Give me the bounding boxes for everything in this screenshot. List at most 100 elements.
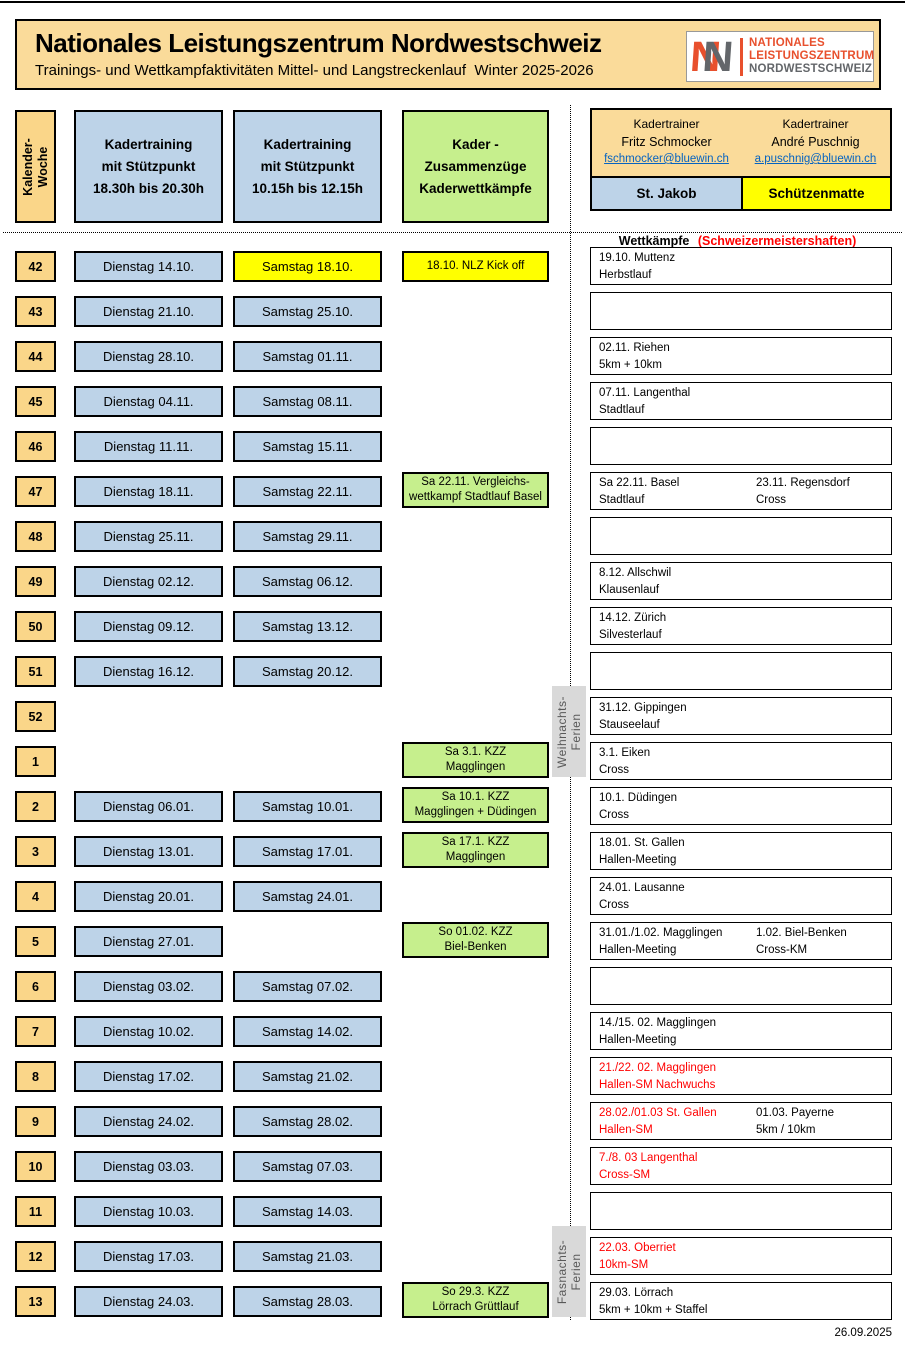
trainer-right: Kadertrainer André Puschnig a.puschnig@b…	[741, 110, 890, 176]
logo-line-3: NORDWESTSCHWEIZ	[749, 63, 873, 75]
competitions-heading: Wettkämpfe (Schweizermeistershaften)	[570, 234, 905, 248]
competition-cell: 14./15. 02. Magglingen Hallen-Meeting	[590, 1012, 892, 1050]
competition-entry: 02.11. Riehen 5km + 10km	[599, 342, 670, 371]
competition-cell: 3.1. Eiken Cross	[590, 742, 892, 780]
competition-cell: 07.11. Langenthal Stadtlauf	[590, 382, 892, 420]
week-number: 45	[15, 386, 56, 417]
trainer-info: Kadertrainer Fritz Schmocker fschmocker@…	[592, 110, 890, 176]
saturday-training-cell: Samstag 08.11.	[233, 386, 382, 417]
trainer-email-link[interactable]: fschmocker@bluewin.ch	[604, 153, 729, 165]
trainer-role: Kadertrainer	[782, 117, 849, 131]
column-header-calendar-week: Kalender- Woche	[15, 110, 56, 223]
week-number: 42	[15, 251, 56, 282]
saturday-training-cell: Samstag 07.03.	[233, 1151, 382, 1182]
week-number: 51	[15, 656, 56, 687]
competition-cell: 21./22. 02. Magglingen Hallen-SM Nachwuc…	[590, 1057, 892, 1095]
week-number: 2	[15, 791, 56, 822]
saturday-training-cell: Samstag 28.02.	[233, 1106, 382, 1137]
competitions-heading-label: Wettkämpfe	[618, 234, 690, 248]
week-number: 5	[15, 926, 56, 957]
saturday-training-cell: Samstag 06.12.	[233, 566, 382, 597]
event-cell: So 01.02. KZZ Biel-Benken	[402, 922, 549, 958]
logo-line-2: LEISTUNGSZENTRUM	[749, 50, 875, 62]
footer-date: 26.09.2025	[834, 1327, 892, 1339]
saturday-training-cell: Samstag 29.11.	[233, 521, 382, 552]
week-number: 11	[15, 1196, 56, 1227]
event-cell: So 29.3. KZZ Lörrach Grüttlauf	[402, 1282, 549, 1318]
competition-entry: 28.02./01.03 St. Gallen Hallen-SM	[599, 1107, 717, 1136]
competition-entry: 29.03. Lörrach 5km + 10km + Staffel	[599, 1287, 708, 1316]
competition-entry: 22.03. Oberriet 10km-SM	[599, 1242, 676, 1271]
tuesday-training-cell: Dienstag 06.01.	[74, 791, 223, 822]
competition-entry: 01.03. Payerne 5km / 10km	[756, 1107, 835, 1136]
week-number: 50	[15, 611, 56, 642]
tuesday-training-cell: Dienstag 21.10.	[74, 296, 223, 327]
saturday-training-cell: Samstag 15.11.	[233, 431, 382, 462]
competition-cell: 02.11. Riehen 5km + 10km	[590, 337, 892, 375]
tuesday-training-cell: Dienstag 02.12.	[74, 566, 223, 597]
week-number: 7	[15, 1016, 56, 1047]
competition-cell: 8.12. Allschwil Klausenlauf	[590, 562, 892, 600]
tuesday-training-cell: Dienstag 03.02.	[74, 971, 223, 1002]
trainer-left: Kadertrainer Fritz Schmocker fschmocker@…	[592, 110, 741, 176]
competition-entry: 1.02. Biel-Benken Cross-KM	[756, 927, 847, 956]
nlz-logo: N N NATIONALES LEISTUNGSZENTRUM NORDWEST…	[686, 31, 874, 82]
tuesday-training-cell: Dienstag 16.12.	[74, 656, 223, 687]
saturday-training-cell: Samstag 22.11.	[233, 476, 382, 507]
competition-entry: 8.12. Allschwil Klausenlauf	[599, 567, 672, 596]
tuesday-training-cell: Dienstag 25.11.	[74, 521, 223, 552]
column-header-events: Kader - Zusammenzüge Kaderwettkämpfe	[402, 110, 549, 223]
logo-wordmark: NATIONALES LEISTUNGSZENTRUM NORDWESTSCHW…	[749, 37, 874, 76]
competition-cell: 31.12. Gippingen Stauseelauf	[590, 697, 892, 735]
column-header-training-evening: Kadertraining mit Stützpunkt 18.30h bis …	[74, 110, 223, 223]
competition-cell: 19.10. Muttenz Herbstlauf	[590, 247, 892, 285]
saturday-training-cell: Samstag 21.03.	[233, 1241, 382, 1272]
competition-cell	[590, 652, 892, 690]
saturday-training-cell: Samstag 17.01.	[233, 836, 382, 867]
tuesday-training-cell: Dienstag 10.03.	[74, 1196, 223, 1227]
competition-cell: 7./8. 03 Langenthal Cross-SM	[590, 1147, 892, 1185]
page-title: Nationales Leistungszentrum Nordwestschw…	[35, 28, 602, 58]
saturday-training-cell: Samstag 28.03.	[233, 1286, 382, 1317]
tuesday-training-cell: Dienstag 17.03.	[74, 1241, 223, 1272]
holiday-band: Weihnachts- Ferien	[552, 686, 586, 777]
competition-entry: 24.01. Lausanne Cross	[599, 882, 685, 911]
competition-entry: 31.12. Gippingen Stauseelauf	[599, 702, 687, 731]
trainer-name: Fritz Schmocker	[621, 135, 712, 149]
trainer-email-link[interactable]: a.puschnig@bluewin.ch	[754, 153, 877, 165]
nlz-logo-icon: N N	[689, 33, 737, 81]
dotted-divider-horizontal	[3, 232, 902, 233]
competition-entry: 07.11. Langenthal Stadtlauf	[599, 387, 691, 416]
week-number: 10	[15, 1151, 56, 1182]
tuesday-training-cell: Dienstag 14.10.	[74, 251, 223, 282]
week-number: 46	[15, 431, 56, 462]
week-number: 49	[15, 566, 56, 597]
competition-cell	[590, 427, 892, 465]
competition-cell	[590, 967, 892, 1005]
competition-cell: 22.03. Oberriet 10km-SM	[590, 1237, 892, 1275]
holiday-label: Fasnachts- Ferien	[555, 1239, 584, 1304]
tuesday-training-cell: Dienstag 09.12.	[74, 611, 223, 642]
window-top-border	[0, 1, 905, 3]
competition-entry: 31.01./1.02. Magglingen Hallen-Meeting	[599, 927, 723, 956]
saturday-training-cell: Samstag 10.01.	[233, 791, 382, 822]
saturday-training-cell: Samstag 24.01.	[233, 881, 382, 912]
week-number: 44	[15, 341, 56, 372]
competition-entry: 23.11. Regensdorf Cross	[756, 477, 850, 506]
competition-entry: 3.1. Eiken Cross	[599, 747, 651, 776]
trainer-contact-box: Kadertrainer Fritz Schmocker fschmocker@…	[590, 108, 892, 211]
competition-cell: 10.1. Düdingen Cross	[590, 787, 892, 825]
competition-cell	[590, 292, 892, 330]
venue-schuetzenmatte: Schützenmatte	[741, 178, 890, 209]
week-number: 4	[15, 881, 56, 912]
venue-st-jakob: St. Jakob	[592, 178, 741, 209]
svg-text:N: N	[701, 34, 735, 75]
tuesday-training-cell: Dienstag 20.01.	[74, 881, 223, 912]
trainer-name: André Puschnig	[771, 135, 860, 149]
week-number: 9	[15, 1106, 56, 1137]
competition-cell: 18.01. St. Gallen Hallen-Meeting	[590, 832, 892, 870]
competition-cell	[590, 1192, 892, 1230]
tuesday-training-cell: Dienstag 17.02.	[74, 1061, 223, 1092]
header-banner: Nationales Leistungszentrum Nordwestschw…	[15, 19, 881, 90]
